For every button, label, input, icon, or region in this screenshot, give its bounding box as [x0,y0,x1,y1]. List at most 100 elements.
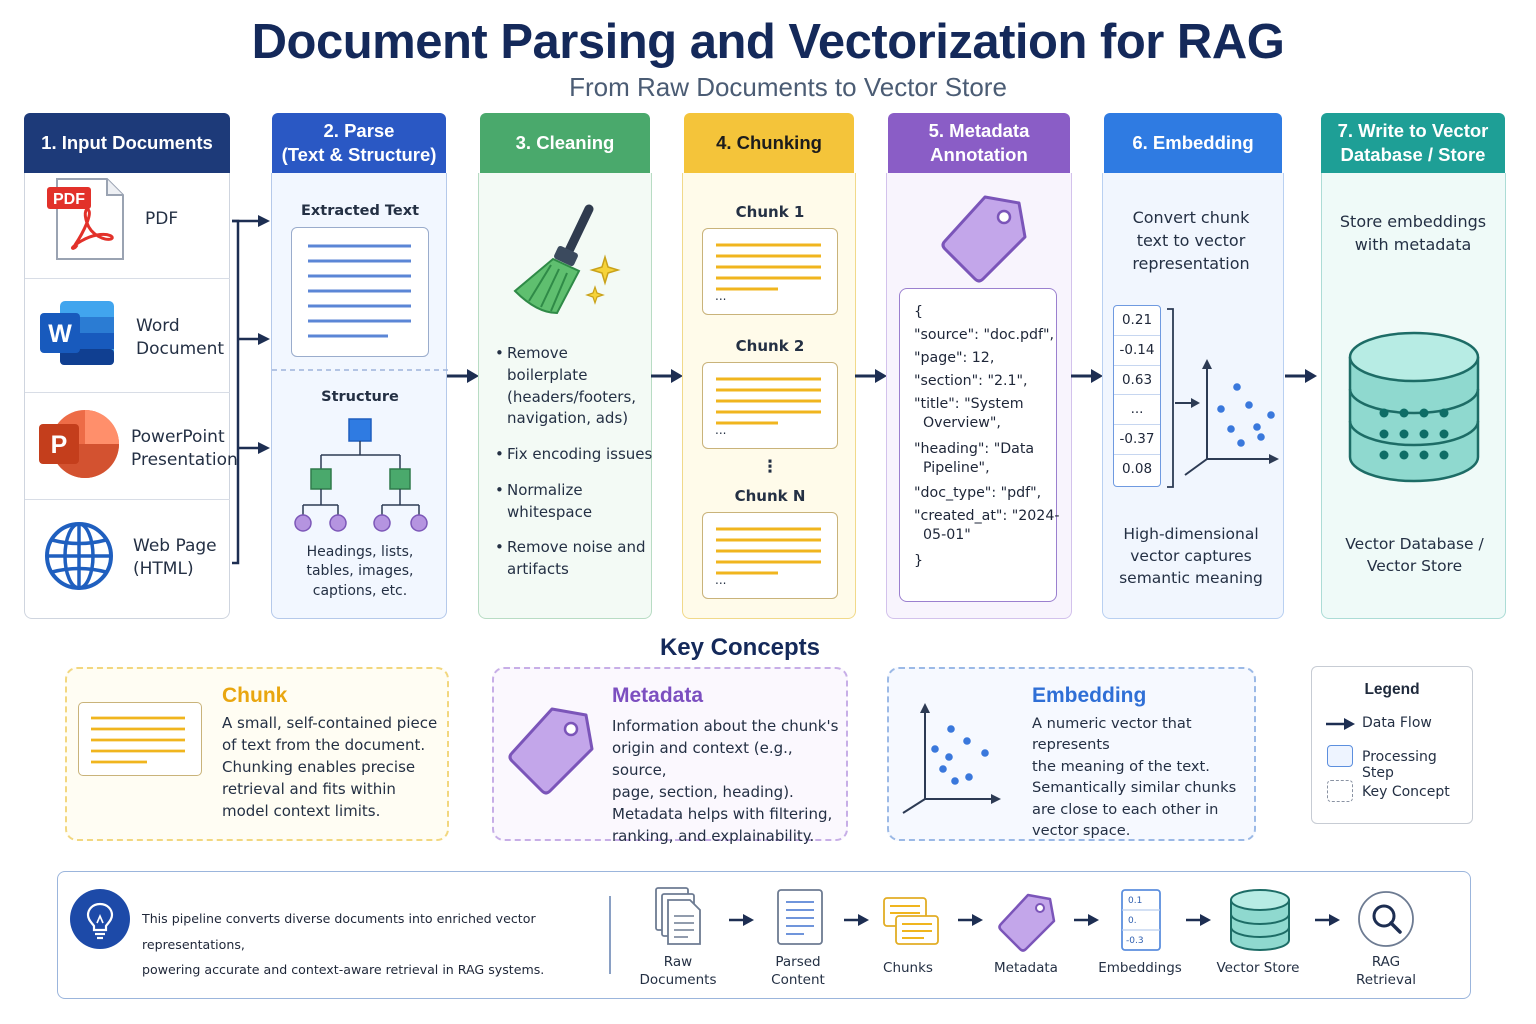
vector-store-caption-top: Store embeddings with metadata [1339,212,1487,254]
data-flow-arrow-icon [1326,718,1355,730]
flow-arrow [844,914,869,926]
flow-item-chunks: Chunks [858,884,958,994]
powerpoint-icon: P [39,410,119,478]
flow-item-vector-store: Vector Store [1208,884,1308,994]
svg-text:P: P [51,431,68,459]
flow-arrow [1074,914,1099,926]
input-doc-label: PowerPoint Presentation [131,427,238,470]
vector-value: 0.21 [1114,306,1160,336]
stage-header-parse: 2. Parse (Text & Structure) [272,113,446,173]
stage-header-vector-store: 7. Write to Vector Database / Store [1321,113,1505,173]
stage-header-chunking: 4. Chunking [684,113,854,173]
cleaning-step: Normalize whitespace [493,480,653,524]
input-doc-webpage: Web Page (HTML) [25,501,230,607]
svg-text:PDF: PDF [53,191,85,208]
flow-arrow [855,369,887,383]
vector-value: ... [1114,395,1160,426]
database-icon [1348,331,1480,483]
json-line: "section": "2.1", [914,373,1028,389]
concept-chunk: Chunk A small, self-contained piece of t… [65,667,449,841]
stage-panel-embedding: Convert chunk text to vector representat… [1102,173,1284,619]
divider [609,896,611,974]
vector-value: -0.14 [1114,336,1160,366]
cleaning-step: Remove noise and artifacts [493,537,653,581]
flow-item-metadata: Metadata [976,884,1076,994]
flow-arrow [1071,369,1103,383]
structure-caption: Headings, lists, tables, images, caption… [306,544,414,599]
chunk-label: Chunk 2 [735,337,805,355]
extracted-text-label: Extracted Text [301,203,419,219]
lightbulb-icon [70,889,130,949]
svg-text:-0.3: -0.3 [1126,936,1144,946]
vector-space-icon [902,703,1001,814]
vector-value: -0.37 [1114,425,1160,455]
vector-space-plot [1167,308,1279,488]
vector-value: 0.08 [1121,460,1153,477]
structure-tree-icon [294,418,428,532]
page-title: Document Parsing and Vectorization for R… [251,15,1285,69]
chunk-card: ... [702,228,838,315]
chunk-lines [716,527,821,575]
input-doc-label: Web Page (HTML) [133,536,217,579]
cleaning-step: Remove boilerplate (headers/footers, nav… [493,343,653,430]
flow-arrow [1315,914,1340,926]
vector-column: 0.21 -0.14 0.63 ... -0.37 0.08 [1113,305,1161,487]
json-line: "page": 12, [914,350,995,366]
stage-panel-chunking: Chunk 1 ... Chunk 2 ... ⋮ Chunk N [682,173,856,619]
structure-label: Structure [321,389,399,405]
flow-label: RAG Retrieval [1356,954,1416,988]
json-line: Pipeline", [914,459,990,476]
section-divider [272,369,448,371]
stage-panel-input-documents: PDF PDF W Word Document P PowerPoint Pre… [24,173,238,619]
json-line: "created_at": "2024- [914,508,1060,525]
legend-item: Key Concept [1362,784,1450,800]
chunk-ellipsis: ... [715,289,727,303]
input-doc-label: Word Document [136,316,225,359]
json-line: "heading": "Data [914,440,1035,457]
svg-text:W: W [48,320,72,348]
flow-arrow [1186,914,1211,926]
tag-icon [941,195,1027,283]
flow-arrow [651,369,683,383]
flow-label: Metadata [994,960,1058,976]
flow-label: Parsed Content [771,954,825,988]
json-line: } [914,552,924,569]
flow-arrow [729,914,754,926]
key-concept-swatch [1327,780,1353,802]
input-to-parse-arrows [232,215,270,565]
embedding-caption-bottom: High-dimensional vector captures semanti… [1119,525,1263,588]
stage-header-input-documents: 1. Input Documents [24,113,230,173]
flow-label: Raw Documents [639,954,717,988]
flow-arrow [958,914,983,926]
stage-panel-cleaning: Remove boilerplate (headers/footers, nav… [478,173,652,619]
input-doc-pdf: PDF PDF [25,173,230,279]
flow-arrow [447,369,479,383]
concept-description: A numeric vector that represents the mea… [1032,715,1237,840]
vector-store-caption-bottom: Vector Database / Vector Store [1345,535,1484,576]
json-line: "title": "System [914,396,1024,412]
legend: Legend Data Flow Processing Step Key Con… [1311,666,1473,824]
chunk-ellipsis: ... [715,573,727,587]
svg-text:0.1: 0.1 [1128,896,1142,906]
json-line: { [914,304,924,320]
flow-item-raw-documents: Raw Documents [628,884,728,994]
flow-item-embeddings: 0.1 0. -0.3 Embeddings [1090,884,1190,994]
parsed-content-icon [777,889,823,945]
tag-icon [998,893,1056,952]
flow-item-rag-retrieval: RAG Retrieval [1336,884,1436,994]
chunk-card: ... [702,512,838,599]
concept-description: Information about the chunk's origin and… [612,717,839,846]
json-line: "doc_type": "pdf", [914,485,1042,502]
chunk-ellipsis: ... [715,423,727,437]
flow-item-parsed-content: Parsed Content [748,884,848,994]
stage-panel-parse: Extracted Text Structure [271,173,448,619]
page-subtitle: From Raw Documents to Vector Store [569,72,1007,102]
input-doc-label: PDF [145,209,179,229]
extracted-text-card [291,227,429,357]
input-doc-powerpoint: P PowerPoint Presentation [25,394,238,500]
json-line: 05-01" [914,527,971,544]
tag-icon [508,707,594,795]
globe-icon [45,522,113,590]
json-line: "source": "doc.pdf", [914,327,1055,343]
pipeline-summary-text: This pipeline converts diverse documents… [142,911,545,978]
